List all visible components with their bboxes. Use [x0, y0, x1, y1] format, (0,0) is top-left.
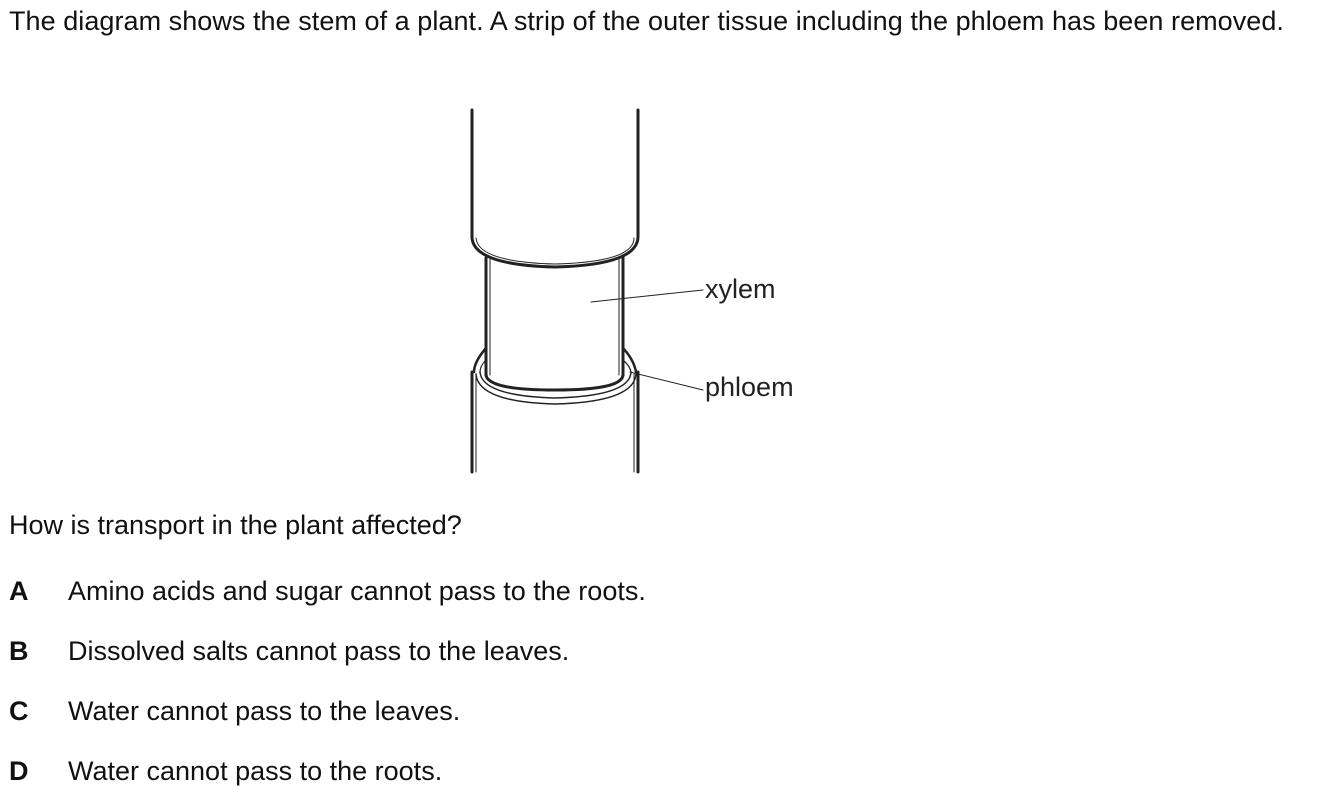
option-text: Water cannot pass to the roots.: [68, 756, 443, 786]
option-d[interactable]: D Water cannot pass to the roots.: [9, 754, 442, 789]
option-b[interactable]: B Dissolved salts cannot pass to the lea…: [9, 634, 569, 669]
question-text: How is transport in the plant affected?: [9, 510, 462, 540]
lower-stem-section: [470, 370, 640, 474]
option-a[interactable]: A Amino acids and sugar cannot pass to t…: [9, 574, 646, 609]
exposed-xylem-core: [484, 256, 625, 392]
option-text: Amino acids and sugar cannot pass to the…: [68, 576, 646, 606]
option-text: Dissolved salts cannot pass to the leave…: [68, 636, 570, 666]
option-letter: C: [9, 696, 29, 726]
option-letter: D: [9, 756, 29, 786]
phloem-leader-line: [629, 371, 704, 391]
option-c[interactable]: C Water cannot pass to the leaves.: [9, 694, 460, 729]
option-letter: A: [9, 576, 29, 606]
option-text: Water cannot pass to the leaves.: [68, 696, 461, 726]
xylem-label: xylem: [705, 274, 776, 304]
upper-stem-section: [470, 108, 640, 269]
xylem-leader-line: [590, 289, 704, 303]
phloem-ring: [472, 346, 638, 405]
phloem-label: phloem: [705, 372, 794, 402]
option-letter: B: [9, 636, 29, 666]
intro-text: The diagram shows the stem of a plant. A…: [9, 6, 1284, 36]
